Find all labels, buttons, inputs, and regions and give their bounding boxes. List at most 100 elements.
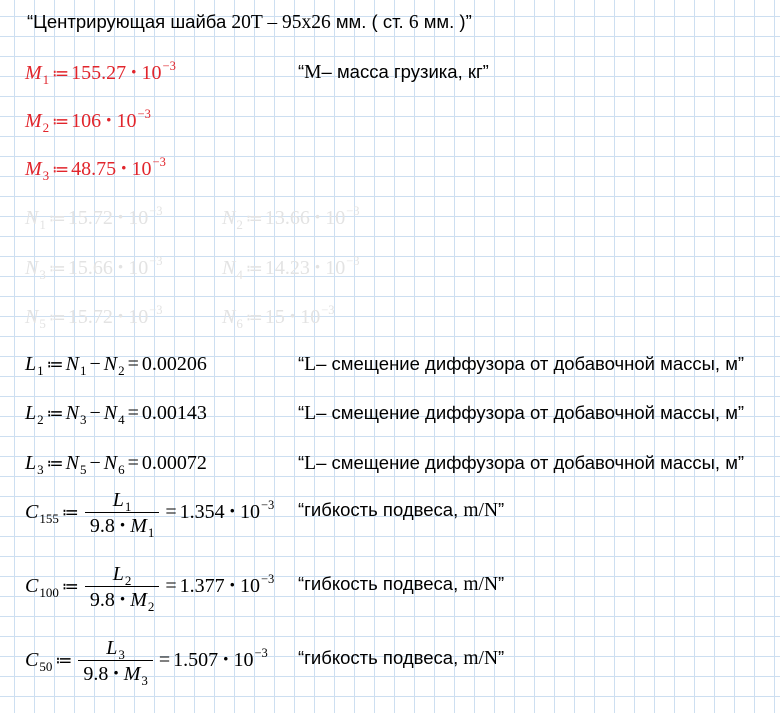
numerator-name: L <box>112 563 124 585</box>
mantissa: 15 <box>264 306 285 328</box>
comment-text: “гибкость подвеса, <box>298 573 464 594</box>
definition-operator: ≔ <box>52 160 70 180</box>
variable-name: N <box>222 207 236 229</box>
mantissa: 1.507 <box>173 649 219 671</box>
multiply-operator: · <box>116 254 125 279</box>
denominator-coefficient: 9.8 <box>89 589 115 611</box>
variable-subscript: 1 <box>39 217 46 232</box>
result-value: 0.00143 <box>141 402 207 424</box>
denominator-name: M <box>130 589 147 611</box>
mantissa: 15.72 <box>67 207 113 229</box>
power-base: 10 <box>325 257 346 279</box>
evaluation-operator: = <box>158 649 171 671</box>
fraction-bar <box>84 512 160 513</box>
result-value: 0.00206 <box>141 353 207 375</box>
minus-operator: − <box>89 452 101 474</box>
definition-operator: ≔ <box>245 259 263 279</box>
exponent: −3 <box>149 303 163 317</box>
exponent: −3 <box>260 498 275 512</box>
quote-close: ” <box>498 647 505 668</box>
mantissa: 48.75 <box>71 158 117 180</box>
quote-close: ” <box>498 573 505 594</box>
comment-compliance[interactable]: “гибкость подвеса, m/N” <box>298 495 504 525</box>
definition-operator: ≔ <box>55 650 73 671</box>
exponent: −3 <box>321 303 335 317</box>
definition-operator: ≔ <box>46 355 64 375</box>
operand-name: N <box>65 353 79 375</box>
multiply-operator: · <box>112 660 120 685</box>
variable-subscript: 50 <box>39 658 53 674</box>
fraction-bar <box>78 660 153 661</box>
variable-name: N <box>222 257 236 279</box>
mantissa: 1.354 <box>179 501 225 523</box>
variable-name: L <box>25 402 37 424</box>
definition-operator: ≔ <box>61 502 79 523</box>
comment-text: – смещение диффузора от добавочной массы… <box>316 452 745 473</box>
comment-text: – смещение диффузора от добавочной массы… <box>316 353 745 374</box>
comment-unit: m/N <box>463 648 499 669</box>
quote-close: ” <box>498 499 505 520</box>
exponent: −3 <box>346 254 360 268</box>
denominator-name: M <box>123 663 141 685</box>
title-text-region[interactable]: “Центрирующая шайба 20T – 95x26 мм. ( ст… <box>27 7 472 37</box>
variable-subscript: 155 <box>39 510 59 526</box>
comment-displacement[interactable]: “L– смещение диффузора от добавочной мас… <box>298 349 744 379</box>
variable-name: M <box>25 158 42 180</box>
multiply-operator: · <box>120 155 128 180</box>
comment-mass[interactable]: “M– масса грузика, кг” <box>298 57 489 87</box>
comment-displacement[interactable]: “L– смещение диффузора от добавочной мас… <box>298 398 744 428</box>
comment-text: – масса грузика, кг” <box>321 61 489 82</box>
exponent: −3 <box>260 572 275 586</box>
variable-name: L <box>25 353 37 375</box>
comment-compliance[interactable]: “гибкость подвеса, m/N” <box>298 569 504 599</box>
variable-name: C <box>25 500 39 523</box>
multiply-operator: · <box>105 107 113 132</box>
operand-name: N <box>103 452 118 474</box>
numerator-name: L <box>112 489 124 511</box>
comment-compliance[interactable]: “гибкость подвеса, m/N” <box>298 643 504 673</box>
variable-subscript: 3 <box>37 462 44 477</box>
comment-text: – смещение диффузора от добавочной массы… <box>316 402 745 423</box>
comment-text: “гибкость подвеса, <box>298 499 464 520</box>
operand-subscript: 5 <box>79 462 87 477</box>
variable-subscript: 2 <box>37 412 44 427</box>
quote-open: “ <box>298 452 305 473</box>
exponent: −3 <box>149 204 163 218</box>
comment-unit: m/N <box>463 574 499 595</box>
comment-displacement[interactable]: “L– смещение диффузора от добавочной мас… <box>298 448 744 478</box>
variable-subscript: 4 <box>236 267 243 282</box>
power-base: 10 <box>116 110 137 132</box>
power-base: 10 <box>325 207 346 229</box>
exponent: −3 <box>162 59 176 73</box>
comment-symbol: M <box>304 62 322 83</box>
exponent: −3 <box>149 254 163 268</box>
power-base: 10 <box>128 207 149 229</box>
variable-name: N <box>25 257 39 279</box>
definition-operator: ≔ <box>48 259 66 279</box>
power-base: 10 <box>239 501 260 523</box>
operand-name: N <box>103 353 118 375</box>
multiply-operator: · <box>228 572 236 597</box>
evaluation-operator: = <box>127 452 139 474</box>
definition-operator: ≔ <box>48 308 66 328</box>
